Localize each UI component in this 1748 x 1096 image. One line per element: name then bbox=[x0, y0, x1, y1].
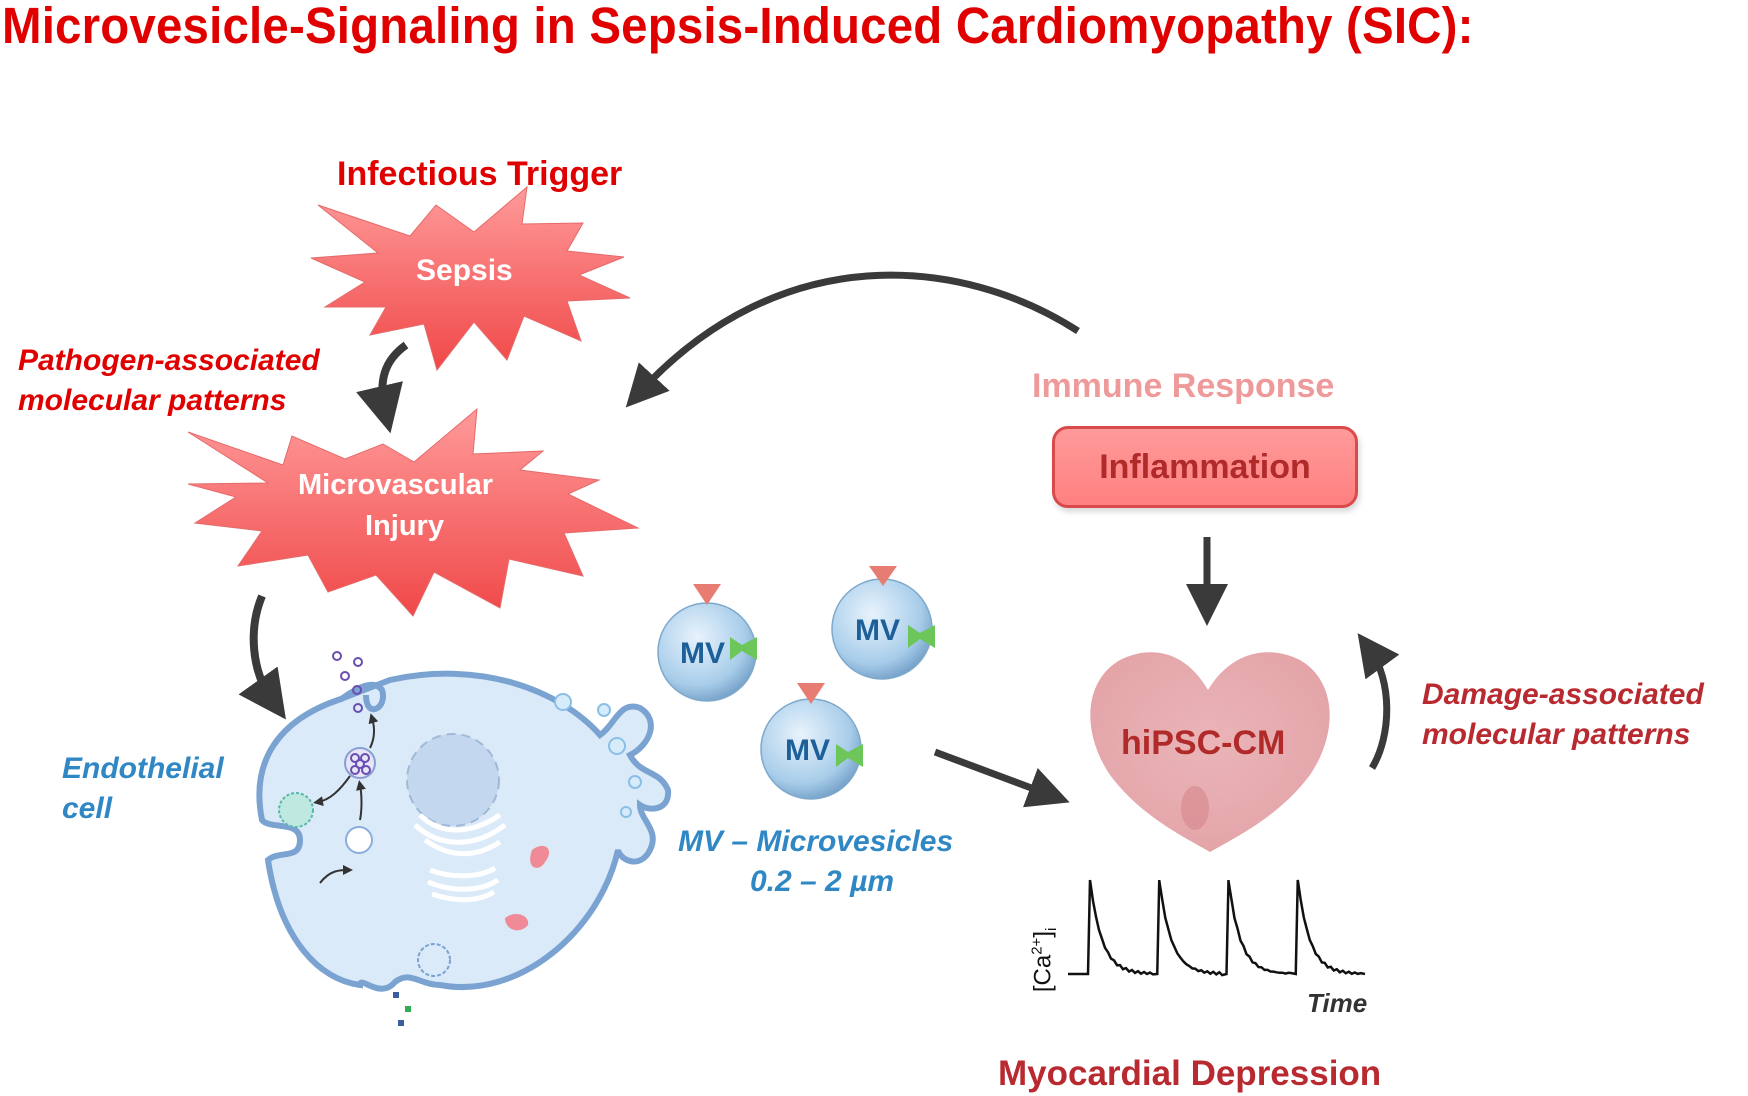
arrow-sepsis-to-injury bbox=[356, 341, 409, 434]
heart-hipsc-cm bbox=[1090, 652, 1330, 852]
sepsis-starburst bbox=[310, 185, 631, 372]
inflammation-box: Inflammation bbox=[1052, 426, 1358, 508]
microvesicles-caption-line1: MV – Microvesicles bbox=[678, 825, 954, 858]
damps-label-line2: molecular patterns bbox=[1422, 718, 1691, 751]
pamps-label-line1: Pathogen-associated bbox=[18, 344, 320, 377]
calcium-ylabel: [Ca2+]i bbox=[1028, 927, 1061, 993]
immune-response-label: Immune Response bbox=[1032, 367, 1335, 405]
microvesicle-2 bbox=[831, 566, 935, 680]
endothelial-cell-label-line1: Endothelial bbox=[62, 752, 224, 785]
pamps-label-line2: molecular patterns bbox=[18, 384, 287, 417]
heart-label: hiPSC-CM bbox=[1121, 724, 1286, 762]
damps-label-line1: Damage-associated bbox=[1422, 678, 1704, 711]
arrow-injury-to-cell bbox=[238, 594, 286, 720]
microvesicle-1 bbox=[657, 584, 757, 702]
calcium-trace-chart bbox=[1068, 879, 1366, 977]
calcium-trace-line bbox=[1068, 879, 1366, 977]
microvesicle-3 bbox=[760, 683, 863, 800]
mv-badge-2: MV bbox=[855, 614, 900, 647]
arrow-mv-to-heart bbox=[933, 748, 1070, 808]
microvascular-injury-label-line2: Injury bbox=[365, 510, 444, 542]
endothelial-cell bbox=[256, 651, 672, 1026]
calcium-xlabel: Time bbox=[1307, 988, 1368, 1018]
arrow-damps-up bbox=[1357, 633, 1400, 770]
endothelial-cell-label-line2: cell bbox=[62, 792, 113, 825]
microvesicles-caption-line2: 0.2 – 2 µm bbox=[750, 865, 895, 898]
mv-badge-1: MV bbox=[680, 637, 725, 670]
sepsis-label: Sepsis bbox=[416, 254, 513, 287]
microvascular-injury-starburst bbox=[187, 407, 640, 617]
mv-badge-3: MV bbox=[785, 734, 830, 767]
microvascular-injury-label-line1: Microvascular bbox=[298, 469, 494, 501]
diagram-title: Microvesicle-Signaling in Sepsis-Induced… bbox=[2, 0, 1474, 54]
heart-shade bbox=[1181, 786, 1209, 830]
infectious-trigger-label: Infectious Trigger bbox=[337, 155, 623, 193]
arrow-immune-to-injury bbox=[625, 271, 1080, 408]
myocardial-depression-label: Myocardial Depression bbox=[998, 1054, 1382, 1093]
